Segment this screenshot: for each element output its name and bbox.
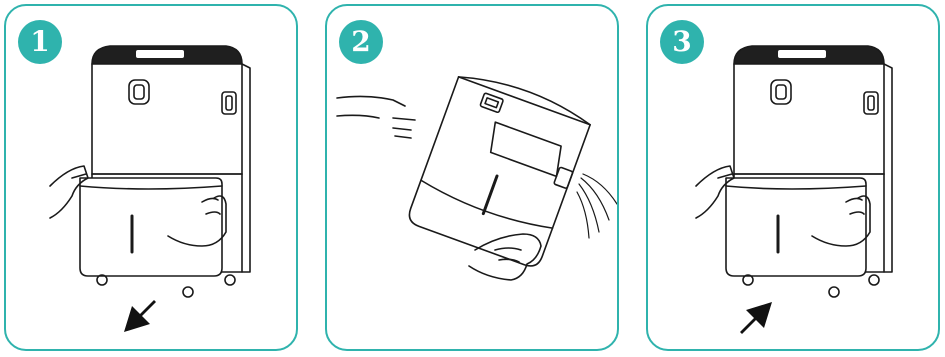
step-3-panel: 3 <box>646 4 940 351</box>
step-1-panel: 1 <box>4 4 298 351</box>
pull-out-arrow-icon <box>124 300 156 332</box>
push-in-arrow-icon <box>740 302 772 334</box>
step-number-badge: 3 <box>660 20 704 64</box>
step-2-panel: 2 <box>325 4 619 351</box>
step-number-badge: 1 <box>18 20 62 64</box>
step-number-badge: 2 <box>339 20 383 64</box>
